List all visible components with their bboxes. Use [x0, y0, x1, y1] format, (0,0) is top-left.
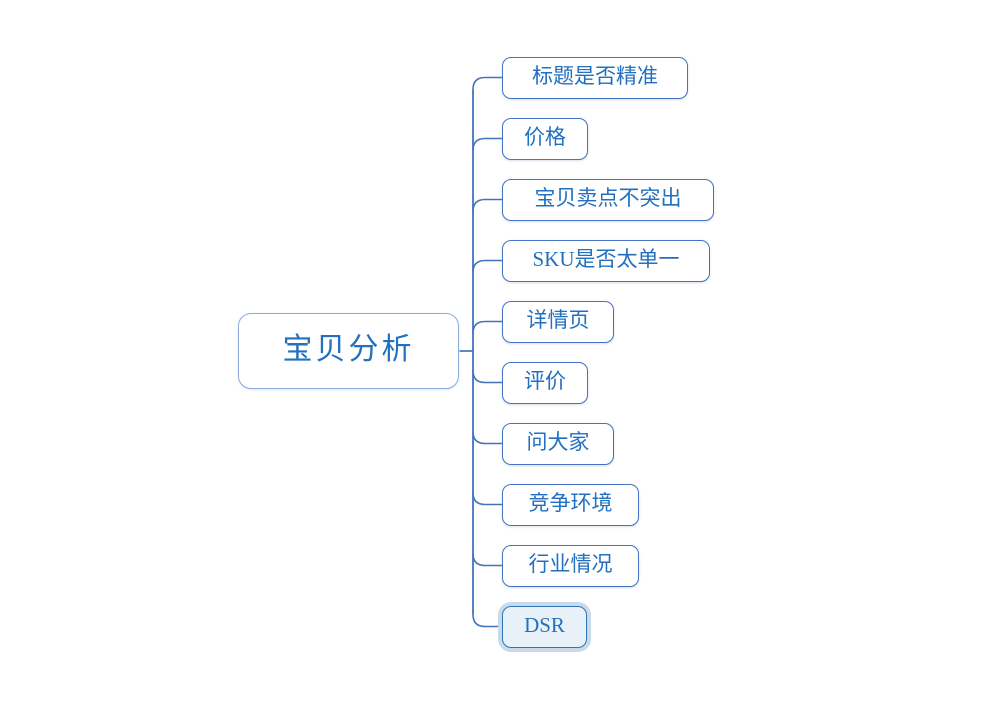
child-node[interactable]: 竞争环境: [502, 483, 639, 526]
child-node[interactable]: 问大家: [502, 422, 614, 465]
child-node[interactable]: 标题是否精准: [502, 56, 688, 99]
child-node[interactable]: 评价: [502, 361, 588, 404]
child-node[interactable]: 宝贝卖点不突出: [502, 178, 714, 221]
child-node[interactable]: SKU是否太单一: [502, 239, 710, 282]
child-node-label: DSR: [524, 613, 565, 637]
child-node-label: 价格: [524, 125, 566, 149]
root-node[interactable]: 宝贝分析: [238, 313, 459, 389]
root-node-label: 宝贝分析: [282, 333, 415, 366]
child-node[interactable]: 行业情况: [502, 544, 639, 587]
child-node-label: SKU是否太单一: [532, 247, 680, 271]
child-node-label: 标题是否精准: [532, 64, 658, 88]
child-node-label: 问大家: [526, 430, 590, 454]
child-node[interactable]: DSR: [502, 605, 587, 648]
child-node[interactable]: 价格: [502, 117, 588, 160]
child-node-label: 竞争环境: [528, 491, 613, 515]
child-node-label: 评价: [524, 369, 566, 393]
child-node-label: 宝贝卖点不突出: [534, 186, 682, 210]
child-node-label: 详情页: [526, 308, 590, 332]
child-node-label: 行业情况: [528, 552, 613, 576]
child-node[interactable]: 详情页: [502, 300, 614, 343]
